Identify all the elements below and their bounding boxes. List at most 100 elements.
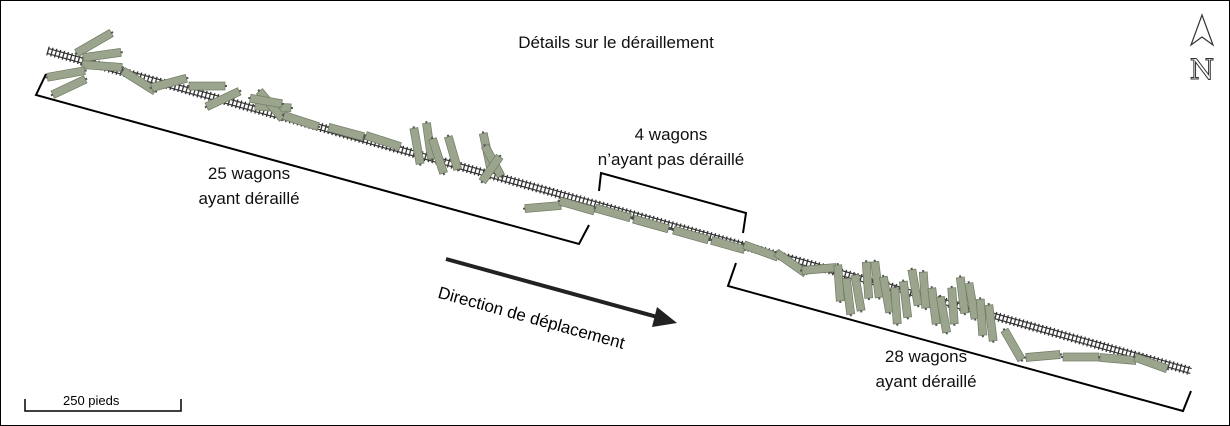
railway-tie [516, 178, 520, 188]
bracket-group-1 [34, 73, 590, 246]
railway-tie [1039, 324, 1044, 334]
scale-label: 250 pieds [63, 393, 120, 408]
wagon [833, 262, 845, 304]
railway-tie [1001, 313, 1006, 323]
railway-tie [504, 174, 509, 184]
railway-tie [1078, 335, 1083, 345]
wagon [204, 87, 242, 111]
railway-tie [246, 102, 251, 112]
railway-tie [539, 184, 543, 194]
wagon [326, 123, 366, 141]
railway-tie [1097, 340, 1102, 350]
wagon [907, 267, 923, 308]
wagon [81, 47, 123, 63]
wagon [444, 134, 462, 172]
rail [48, 48, 1192, 370]
wagon [975, 297, 988, 338]
wagon [281, 111, 321, 131]
railway-tie [469, 165, 474, 175]
group-2-label: 4 wagons n’ayant pas déraillé [581, 122, 761, 172]
bracket-group-2 [598, 171, 748, 234]
wagon [248, 93, 284, 109]
direction-arrow [445, 257, 677, 327]
group-3-label: 28 wagons ayant déraillé [846, 344, 1006, 394]
wagon [671, 225, 711, 245]
railway-tie [57, 49, 62, 59]
railway-tie [423, 152, 428, 162]
railway-tie [180, 84, 185, 94]
railway-tie [1009, 316, 1013, 326]
railway-tie [631, 210, 636, 220]
wagon [1023, 350, 1063, 362]
group-2-status: n’ayant pas déraillé [597, 150, 745, 169]
railway-tie [400, 145, 405, 155]
railway-tie [61, 50, 66, 60]
railway-tie [558, 189, 563, 199]
railway-tie [997, 312, 1002, 322]
railway-tie [1047, 326, 1052, 336]
wagon [557, 196, 597, 216]
railway-tie [200, 89, 204, 99]
railway-tie [1032, 322, 1036, 332]
wagon [898, 279, 913, 320]
railway-tie [550, 187, 555, 197]
wagon [1000, 327, 1026, 363]
wagon [478, 153, 504, 185]
wagon [1097, 353, 1139, 365]
group-1-count: 25 wagons [207, 164, 291, 183]
wagon [79, 60, 125, 72]
railway-tie [1012, 317, 1017, 327]
railway-tie [1063, 331, 1067, 341]
railway-tie [250, 103, 254, 113]
railway-tie [1074, 334, 1079, 344]
railway-tie [1086, 337, 1090, 347]
railway-tie [1020, 319, 1025, 329]
railway-tie [523, 180, 528, 190]
railway-tie [1082, 336, 1086, 346]
wagons [45, 29, 1170, 374]
railway-tie [238, 100, 243, 110]
railway-tie [1170, 361, 1175, 371]
railway-tie [207, 91, 212, 101]
railway-tie [234, 99, 239, 109]
railway-tie [69, 52, 73, 62]
railway-tie [231, 98, 235, 108]
wagon [45, 66, 87, 82]
railway-tie [50, 47, 54, 57]
railway-tie [65, 51, 70, 61]
railway-tie [73, 54, 77, 64]
railway-tie [1109, 344, 1113, 354]
group-2-count: 4 wagons [634, 125, 708, 144]
railway-tie [446, 158, 451, 168]
railway-tie [242, 101, 247, 111]
wagon [631, 214, 671, 234]
wagon [149, 74, 189, 92]
bracket-group-3 [726, 262, 1192, 413]
railway-tie [319, 123, 324, 133]
railway-tie [1066, 332, 1071, 342]
railway-tie [1036, 323, 1040, 333]
railway-tie [1186, 365, 1190, 375]
wagon [955, 275, 970, 316]
wagon [187, 81, 227, 91]
wagon [363, 131, 403, 151]
wagon [428, 136, 448, 176]
wagon [74, 29, 114, 57]
north-label: N [1190, 53, 1215, 86]
railway-tie [1043, 325, 1048, 335]
north-arrow-icon [1189, 13, 1215, 47]
group-1-status: ayant déraillé [198, 189, 300, 208]
wagon [841, 276, 856, 317]
railway-tie [519, 179, 524, 189]
railway-tie [1051, 327, 1056, 337]
railway-tie [1113, 345, 1117, 355]
railway-tie [1116, 346, 1121, 356]
group-3-count: 28 wagons [884, 347, 968, 366]
railway-tie [177, 83, 181, 93]
railway-tie [1005, 315, 1009, 325]
wagon [984, 302, 998, 343]
railway-tie [408, 147, 412, 157]
railway-tie [1101, 341, 1106, 351]
railway-tie [53, 48, 58, 58]
